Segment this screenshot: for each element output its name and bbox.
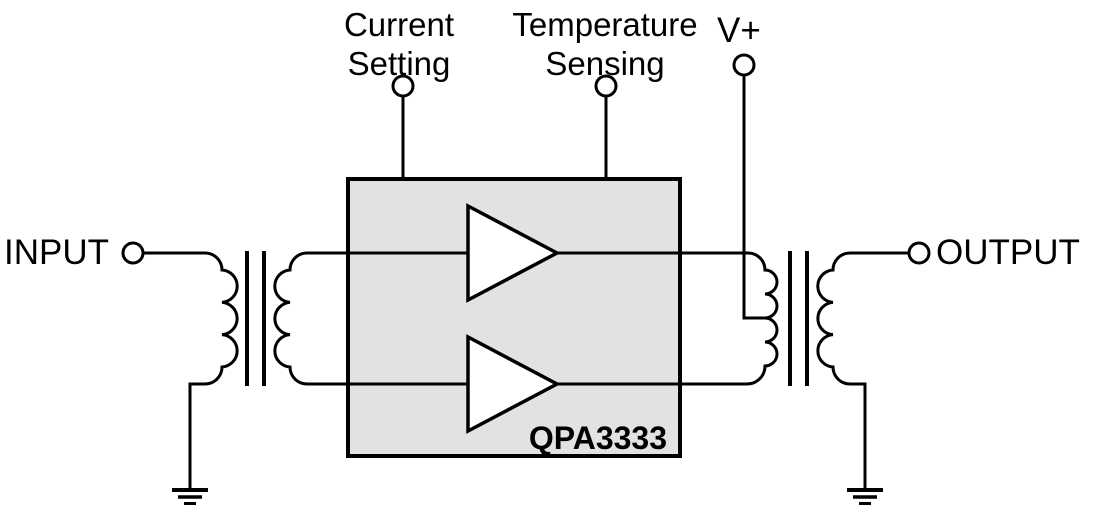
input-transformer-secondary-winding: [273, 251, 348, 386]
amplifier-triangle-top: [466, 203, 561, 303]
temperature-sensing-terminal-circle: [594, 74, 618, 98]
input-terminal-circle: [121, 241, 145, 265]
input-ground-symbol: [172, 488, 208, 505]
part-number-label: QPA3333: [528, 420, 667, 456]
temperature-sensing-label-line2: Sensing: [545, 45, 665, 82]
vplus-terminal-circle: [732, 53, 756, 77]
amplifier-triangle-bottom: [466, 334, 561, 434]
vplus-feed-line: [742, 75, 765, 320]
current-setting-terminal-circle: [391, 74, 415, 98]
vplus-label: V+: [717, 11, 761, 50]
output-transformer-secondary-winding: [816, 251, 909, 490]
current-setting-label-line2: Setting: [347, 45, 451, 82]
input-transformer-primary-winding: [143, 251, 239, 490]
input-label: INPUT: [4, 233, 109, 272]
temperature-sensing-label: Temperature Sensing: [512, 5, 697, 83]
output-ground-symbol: [847, 488, 883, 505]
output-transformer-primary-winding: [682, 251, 779, 386]
amplifier-block: [346, 177, 682, 458]
output-terminal-circle: [907, 241, 931, 265]
temperature-sensing-label-line1: Temperature: [512, 6, 698, 43]
current-setting-label-line1: Current: [343, 6, 455, 43]
current-setting-label: Current Setting: [344, 5, 454, 83]
output-label: OUTPUT: [936, 233, 1080, 272]
